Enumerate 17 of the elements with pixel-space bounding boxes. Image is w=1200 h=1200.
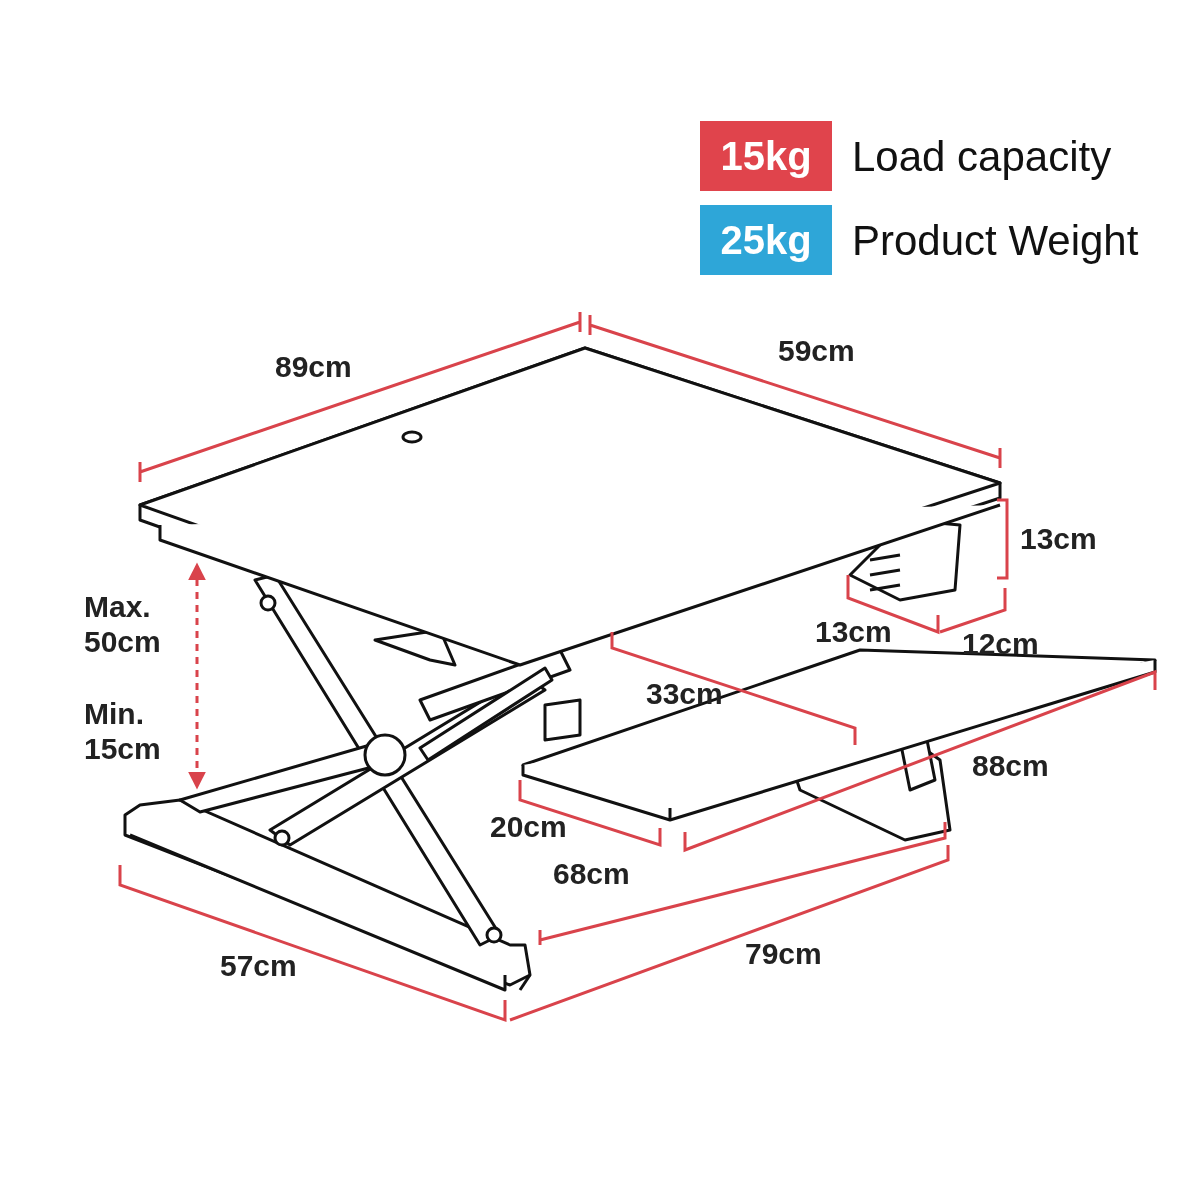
dimension-label: 57cm (220, 949, 297, 984)
dimension-label: 20cm (490, 810, 567, 845)
dimension-label: 33cm (646, 677, 723, 712)
spec-label: Product Weight (852, 217, 1139, 265)
dimension-label: 13cm (1020, 522, 1097, 557)
dimension-label: 89cm (275, 350, 352, 385)
dimension-label: 13cm (815, 615, 892, 650)
weight-badge: 15kg (700, 121, 832, 191)
weight-badge: 25kg (700, 205, 832, 275)
dimension-label: 12cm (962, 627, 1039, 662)
dimension-label: 88cm (972, 749, 1049, 784)
dimension-label: 59cm (778, 334, 855, 369)
dimension-label: Min. 15cm (84, 697, 162, 766)
spec-label: Load capacity (852, 133, 1112, 181)
dimension-label: Max. 50cm (84, 590, 162, 659)
dimension-label: 68cm (553, 857, 630, 892)
dimension-label: 79cm (745, 937, 822, 972)
